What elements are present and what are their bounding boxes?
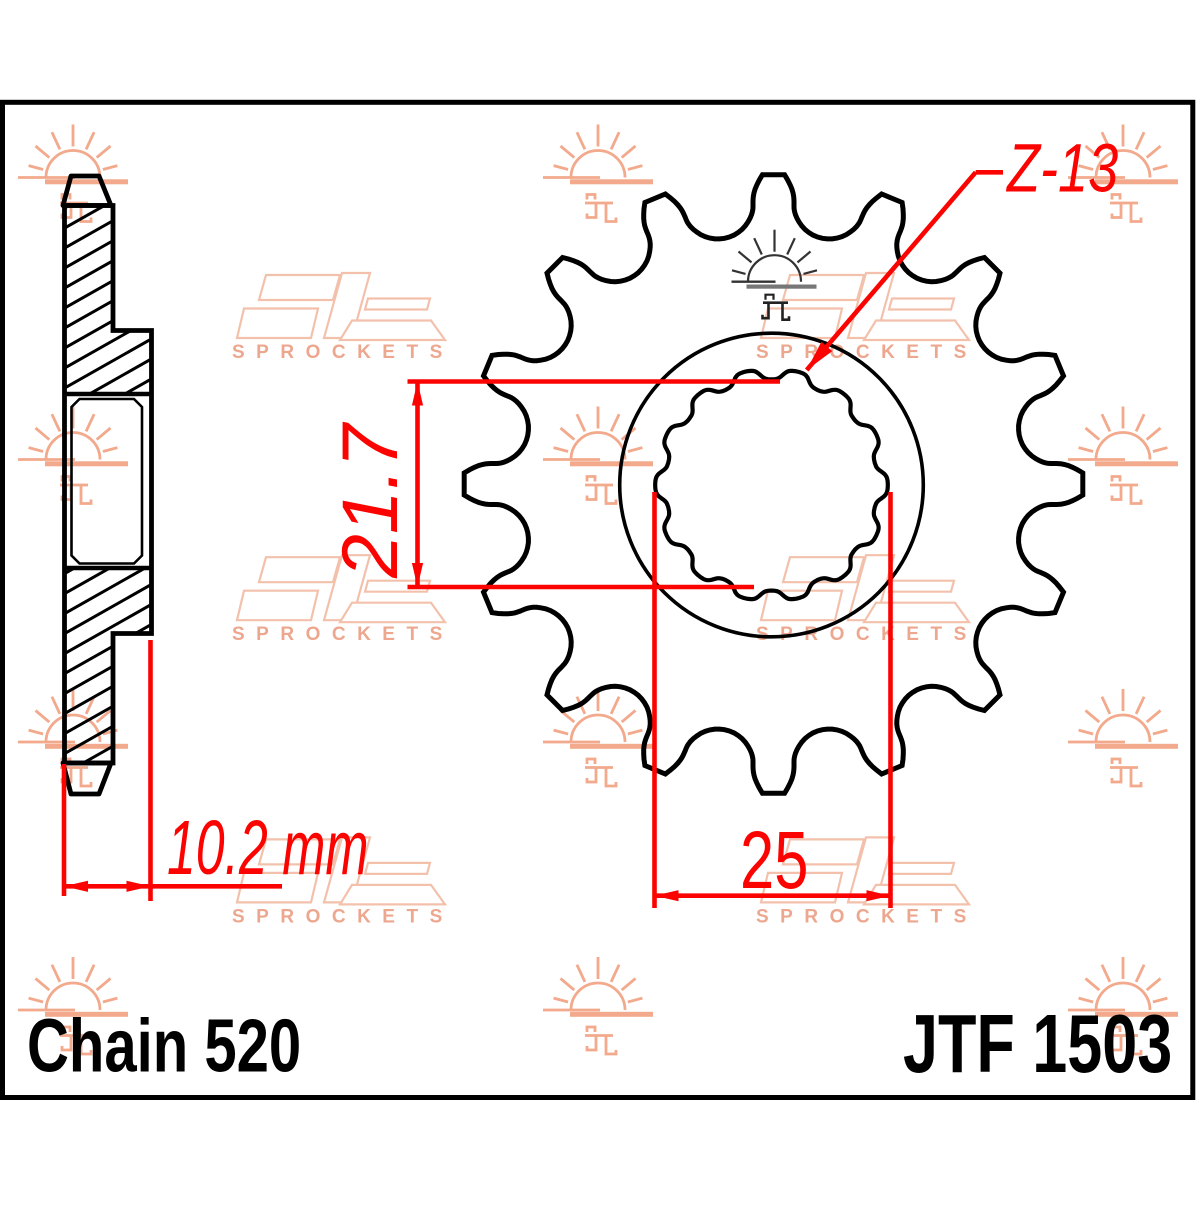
svg-text:SPROCKETS: SPROCKETS [232, 342, 454, 363]
svg-text:SPROCKETS: SPROCKETS [232, 624, 454, 645]
svg-text:JTF 1503: JTF 1503 [903, 996, 1172, 1090]
svg-text:Z-13: Z-13 [1005, 130, 1118, 207]
svg-text:SPROCKETS: SPROCKETS [756, 624, 978, 645]
svg-text:21.7: 21.7 [325, 421, 414, 579]
svg-text:10.2 mm: 10.2 mm [167, 805, 369, 891]
svg-text:25: 25 [740, 814, 808, 906]
svg-text:SPROCKETS: SPROCKETS [756, 342, 978, 363]
svg-text:SPROCKETS: SPROCKETS [756, 906, 978, 927]
svg-text:Chain 520: Chain 520 [27, 1004, 301, 1088]
svg-text:SPROCKETS: SPROCKETS [232, 906, 454, 927]
